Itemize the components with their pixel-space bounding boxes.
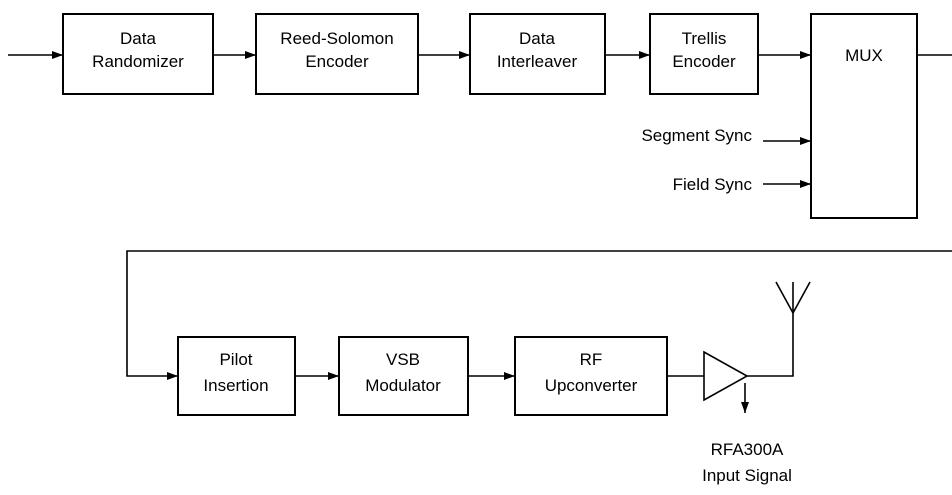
arrowhead-randomizer-to-rs [245, 51, 256, 59]
block-mux: MUX [810, 13, 918, 219]
vsb-modulator-label-1: VSB [386, 350, 420, 369]
arrowhead-vsb-to-rf [504, 372, 515, 380]
trellis-encoder-label-1: Trellis [682, 29, 727, 48]
pilot-insertion-label-2: Insertion [203, 376, 268, 395]
segment-sync-label: Segment Sync [641, 126, 752, 145]
arrowhead-trellis-to-mux [800, 51, 811, 59]
pilot-insertion-label-1: Pilot [219, 350, 252, 369]
rf-upconverter-label-1: RF [580, 350, 603, 369]
antenna-feed [747, 313, 794, 377]
amplifier-triangle-icon [703, 350, 749, 402]
top-row-wires [8, 51, 952, 59]
amplifier-to-antenna-line [747, 313, 794, 377]
antenna-icon [775, 281, 811, 314]
input-arrowhead [52, 51, 63, 59]
block-trellis-encoder: Trellis Encoder [649, 13, 759, 95]
segment-sync-input: Segment Sync [641, 126, 811, 145]
rf-upconverter-label-2: Upconverter [545, 376, 638, 395]
arrowhead-pilot-to-vsb [328, 372, 339, 380]
wraparound-wire [126, 250, 952, 380]
vsb-modulator-label-2: Modulator [365, 376, 441, 395]
output-label-2: Input Signal [702, 466, 792, 485]
arrowhead-interleaver-to-trellis [639, 51, 650, 59]
block-data-randomizer: Data Randomizer [62, 13, 214, 95]
data-randomizer-label-1: Data [120, 29, 156, 48]
bottom-row-wires [295, 372, 704, 380]
reed-solomon-label-2: Encoder [305, 52, 369, 71]
trellis-encoder-label-2: Encoder [672, 52, 736, 71]
block-rf-upconverter: RF Upconverter [514, 336, 668, 416]
output-label-1: RFA300A [711, 440, 784, 459]
field-sync-arrowhead [800, 180, 811, 188]
arrowhead-rs-to-interleaver [459, 51, 470, 59]
data-randomizer-label-2: Randomizer [92, 52, 184, 71]
field-sync-label: Field Sync [673, 175, 753, 194]
output-tap-arrowhead [741, 402, 749, 413]
data-interleaver-label-2: Interleaver [497, 52, 578, 71]
block-vsb-modulator: VSB Modulator [338, 336, 469, 416]
arrowhead-to-pilot [167, 372, 178, 380]
block-reed-solomon-encoder: Reed-Solomon Encoder [255, 13, 419, 95]
segment-sync-arrowhead [800, 137, 811, 145]
output-tap: RFA300A Input Signal [702, 383, 792, 485]
field-sync-input: Field Sync [673, 175, 811, 194]
wraparound-line [126, 250, 952, 377]
reed-solomon-label-1: Reed-Solomon [280, 29, 393, 48]
block-data-interleaver: Data Interleaver [469, 13, 606, 95]
mux-label: MUX [845, 46, 883, 65]
block-pilot-insertion: Pilot Insertion [177, 336, 296, 416]
data-interleaver-label-1: Data [519, 29, 555, 48]
